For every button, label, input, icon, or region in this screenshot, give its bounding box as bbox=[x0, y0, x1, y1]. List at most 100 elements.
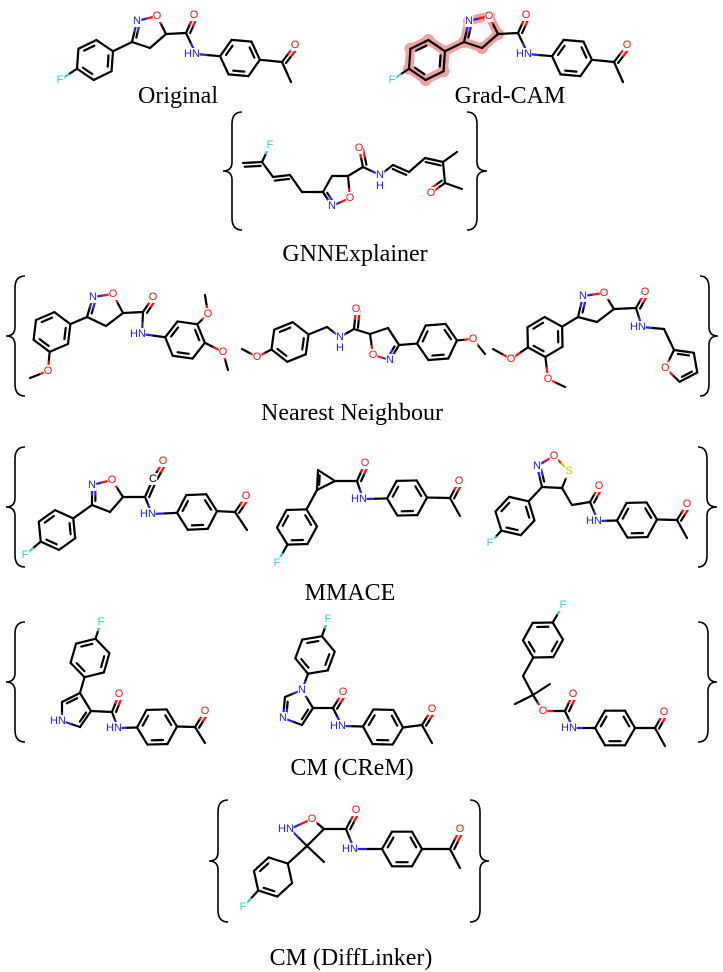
atom-label-background bbox=[351, 303, 361, 315]
bond bbox=[105, 652, 111, 664]
bond bbox=[668, 348, 676, 361]
bond bbox=[360, 472, 366, 483]
bond bbox=[516, 22, 524, 35]
caption-gnnexplainer: GNNExplainer bbox=[282, 241, 427, 267]
bond bbox=[304, 343, 309, 356]
bond bbox=[567, 703, 574, 713]
bond bbox=[176, 320, 189, 324]
bond bbox=[352, 317, 357, 331]
bond bbox=[203, 293, 208, 306]
bond bbox=[311, 635, 324, 640]
bond bbox=[331, 698, 340, 710]
atom-label-background bbox=[368, 349, 378, 361]
bond bbox=[48, 544, 61, 552]
bond bbox=[78, 684, 84, 695]
atom-label-background bbox=[484, 10, 494, 22]
bond bbox=[164, 336, 171, 348]
bond bbox=[210, 501, 219, 513]
bond bbox=[227, 73, 240, 77]
bond bbox=[651, 326, 666, 331]
bond bbox=[271, 174, 283, 179]
atom-label: O bbox=[253, 351, 262, 363]
bond bbox=[102, 661, 108, 674]
bond bbox=[559, 73, 572, 77]
bond bbox=[494, 510, 500, 523]
bond bbox=[181, 356, 194, 360]
bond bbox=[675, 518, 684, 531]
bond bbox=[131, 310, 145, 314]
bond bbox=[416, 73, 427, 82]
bond bbox=[496, 32, 510, 36]
bond bbox=[406, 342, 419, 346]
bond bbox=[538, 475, 544, 489]
bond bbox=[344, 818, 353, 831]
bond bbox=[196, 318, 204, 326]
bond bbox=[330, 650, 336, 663]
atom-label: O bbox=[600, 287, 609, 299]
atom-label-background bbox=[640, 286, 650, 298]
bond bbox=[286, 853, 299, 865]
atom-label-background bbox=[375, 180, 385, 192]
atom-label: F bbox=[389, 74, 396, 86]
atom-label: F bbox=[240, 901, 247, 913]
bond bbox=[75, 57, 79, 70]
bond bbox=[556, 49, 563, 57]
bond bbox=[692, 351, 697, 364]
bond bbox=[288, 872, 294, 885]
bond bbox=[401, 725, 414, 729]
bond bbox=[32, 338, 43, 347]
atom-label: O bbox=[201, 705, 210, 717]
bond bbox=[500, 529, 513, 534]
bond bbox=[84, 637, 97, 643]
bond bbox=[517, 498, 530, 503]
atom-label-background bbox=[241, 490, 251, 502]
bond bbox=[101, 655, 106, 663]
bond bbox=[163, 511, 179, 515]
bond bbox=[534, 315, 546, 324]
bond bbox=[249, 889, 260, 900]
bond bbox=[399, 167, 411, 174]
bond bbox=[506, 31, 520, 35]
atom-label-background bbox=[561, 722, 577, 734]
bond bbox=[455, 338, 467, 342]
bond bbox=[43, 341, 50, 348]
bond bbox=[366, 734, 374, 746]
atom-label: HN bbox=[184, 48, 200, 60]
bond bbox=[579, 66, 588, 78]
bond bbox=[299, 327, 310, 336]
atom-label-background bbox=[360, 457, 370, 469]
bond bbox=[607, 299, 616, 311]
atom-label: HN bbox=[330, 720, 346, 732]
bond bbox=[48, 346, 60, 353]
bond bbox=[325, 325, 335, 334]
bond bbox=[116, 302, 125, 315]
atom-label-background bbox=[586, 515, 602, 527]
bond bbox=[38, 530, 42, 543]
bond bbox=[266, 892, 279, 898]
atom-label-background bbox=[203, 308, 213, 320]
bond bbox=[315, 484, 328, 492]
bond bbox=[409, 836, 415, 844]
bond bbox=[113, 311, 125, 321]
bond bbox=[66, 332, 71, 346]
bond bbox=[310, 488, 319, 501]
atom-label-background bbox=[354, 142, 364, 154]
bond bbox=[361, 716, 370, 728]
atom-label: O bbox=[507, 353, 516, 365]
bond bbox=[69, 652, 75, 664]
bond bbox=[679, 512, 687, 522]
atom-label-background bbox=[108, 288, 118, 300]
bond bbox=[361, 725, 369, 737]
bond bbox=[306, 640, 314, 645]
bond bbox=[53, 311, 64, 320]
bond bbox=[425, 732, 434, 745]
bond bbox=[206, 53, 222, 58]
bond bbox=[78, 717, 87, 729]
bond bbox=[391, 734, 399, 746]
atom-label-background bbox=[485, 537, 495, 549]
bond bbox=[196, 323, 203, 335]
bond bbox=[78, 715, 85, 723]
caption-gradcam: Grad-CAM bbox=[455, 83, 566, 109]
bond bbox=[301, 337, 305, 345]
